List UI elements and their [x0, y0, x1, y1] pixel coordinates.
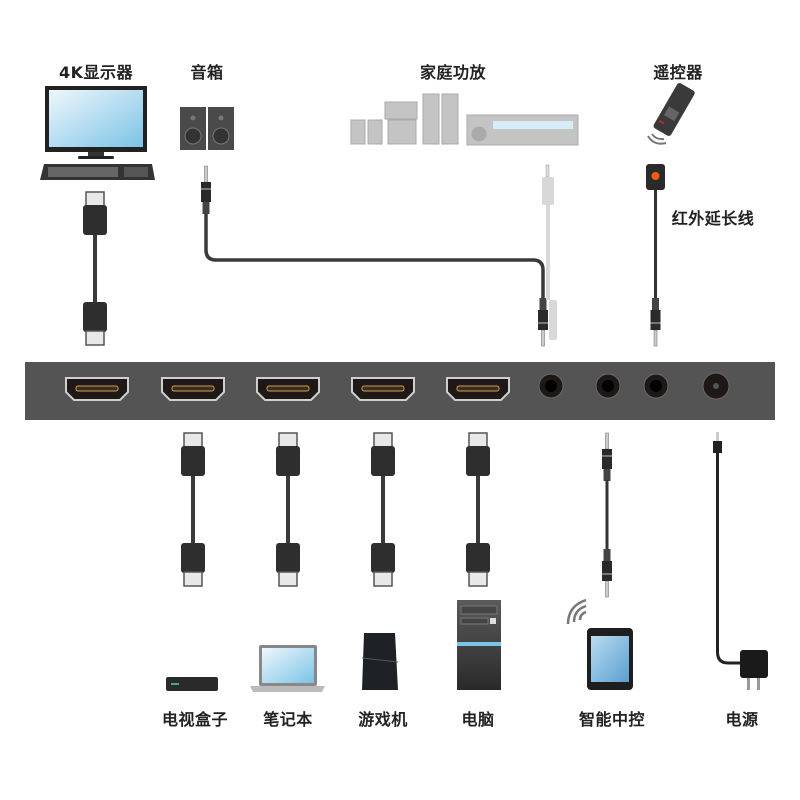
label-smart-control: 智能中控: [578, 710, 646, 729]
label-pc: 电脑: [461, 710, 495, 729]
label-power: 电源: [725, 710, 759, 729]
game-console-icon: [361, 633, 399, 690]
label-ir-extender: 红外延长线: [671, 209, 755, 228]
hdmi-cable-tv-box: [180, 432, 206, 587]
hdmi-cable-laptop: [275, 432, 301, 587]
hdmi-in-port-4[interactable]: [446, 377, 510, 401]
power-cable: [713, 432, 768, 690]
ir-signal-icon: [647, 133, 667, 145]
tv-box-icon: [166, 677, 218, 691]
label-home-theater: 家庭功放: [419, 63, 487, 82]
monitor-icon: [45, 86, 147, 159]
ir-jack[interactable]: [643, 373, 669, 399]
remote-icon: [653, 83, 695, 136]
audio-jack-1[interactable]: [538, 373, 564, 399]
monitor-hdmi-cable: [82, 191, 108, 346]
label-speakers: 音箱: [190, 63, 224, 82]
label-laptop: 笔记本: [263, 710, 313, 729]
wifi-icon: [566, 598, 587, 625]
speakers-icon: [180, 107, 234, 150]
keyboard-icon: [40, 164, 155, 180]
hdmi-in-port-3[interactable]: [351, 377, 415, 401]
home-theater-icon: [350, 93, 579, 146]
smart-control-cable: [601, 432, 613, 598]
hdmi-in-port-2[interactable]: [256, 377, 320, 401]
switch-panel: [25, 362, 775, 420]
label-monitor: 4K显示器: [58, 63, 134, 82]
label-remote: 遥控器: [653, 63, 703, 82]
speaker-audio-cable: [200, 165, 549, 347]
tablet-icon: [587, 628, 633, 690]
label-tv-box: 电视盒子: [161, 710, 229, 729]
hdmi-cable-pc: [465, 432, 491, 587]
pc-tower-icon: [457, 600, 501, 690]
hdmi-in-port-1[interactable]: [161, 377, 225, 401]
hdmi-cable-console: [370, 432, 396, 587]
audio-jack-2[interactable]: [595, 373, 621, 399]
ir-extender-cable: [650, 190, 661, 347]
dc-power-jack[interactable]: [702, 372, 730, 400]
hdmi-out-port[interactable]: [65, 377, 129, 401]
label-game-console: 游戏机: [358, 710, 408, 729]
ir-receiver-icon: [646, 164, 665, 190]
laptop-icon: [250, 645, 325, 692]
optical-cable: [542, 164, 557, 340]
